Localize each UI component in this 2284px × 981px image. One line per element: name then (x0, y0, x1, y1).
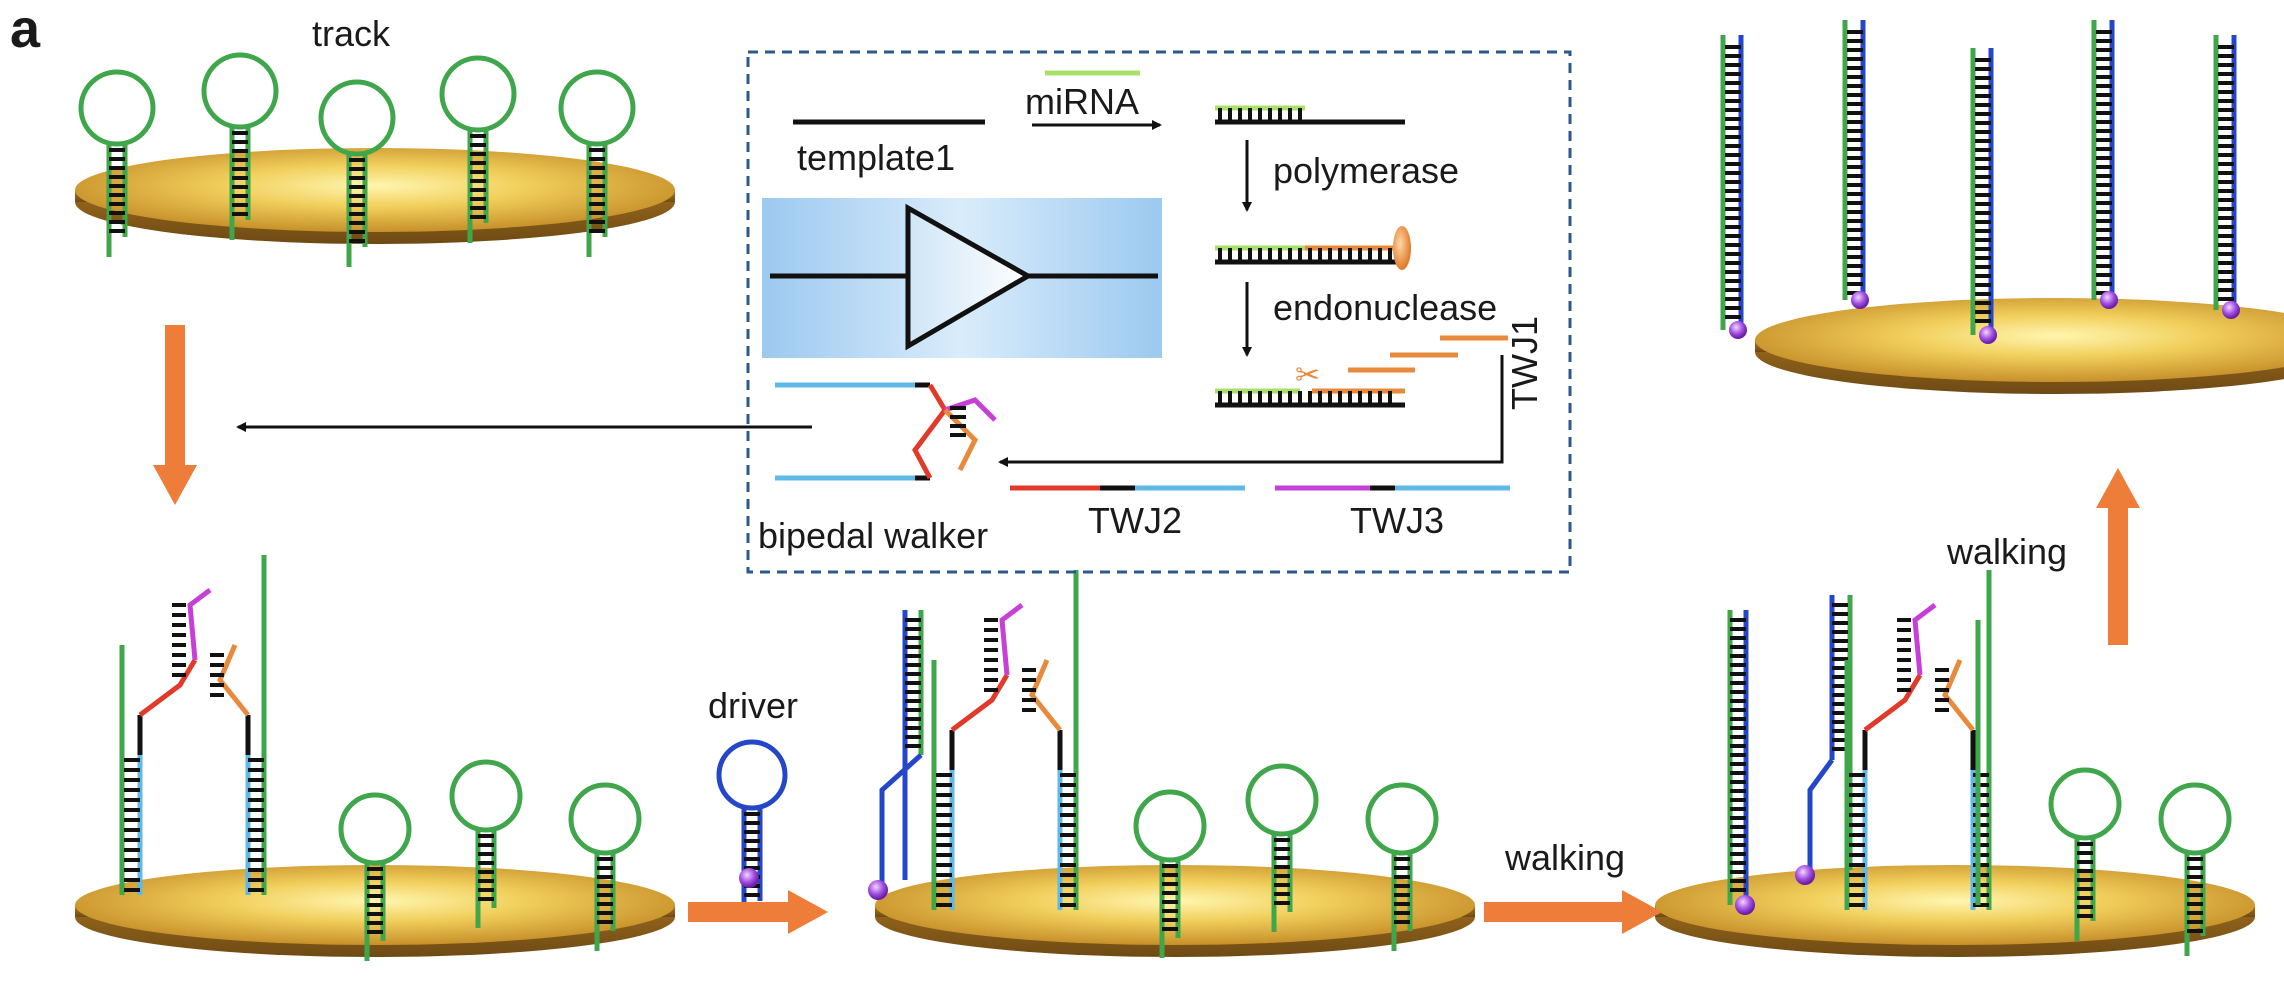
hairpin-loop (1245, 763, 1319, 837)
hairpin-loop (2158, 782, 2232, 856)
gold-disk (875, 865, 1475, 945)
gold-disk (75, 148, 675, 232)
hairpin-loop (201, 52, 279, 130)
walking-label-right: walking (1947, 531, 2068, 572)
sphere-label (739, 868, 759, 888)
twj2-arm (912, 383, 949, 480)
flow-arrows (153, 325, 2140, 934)
sphere-label (2222, 301, 2240, 319)
hairpin-loop (439, 55, 517, 133)
twj3-arm (1029, 659, 1062, 732)
twj3-arm (943, 408, 979, 472)
amplification-box: ✂ (236, 50, 1572, 574)
driver-strand (879, 753, 923, 890)
twj3-arm (1942, 659, 1975, 732)
sphere-label (1979, 326, 1997, 344)
track-label: track (312, 13, 391, 54)
amplifier-icon (905, 203, 1034, 351)
hairpin-loop (1365, 782, 1439, 856)
gold-disk (1755, 298, 2284, 382)
twj2-label: TWJ2 (1088, 500, 1182, 541)
hairpin-loop (78, 69, 156, 147)
polymerase-label: polymerase (1273, 150, 1460, 191)
hairpin-loop (338, 792, 412, 866)
hairpin-loop (449, 759, 523, 833)
hairpin-loop (558, 69, 636, 147)
orange-arrow-up (2096, 468, 2140, 645)
sphere-label (2100, 291, 2118, 309)
dashed-box (746, 50, 1572, 574)
sphere-label (1795, 865, 1815, 885)
hairpin-loop (318, 79, 396, 157)
driver-strand (1807, 758, 1835, 878)
twj2-arm (1863, 673, 1923, 732)
hairpin-loop (716, 739, 788, 811)
scissors-icon: ✂ (1295, 358, 1320, 393)
hairpin-loop (1133, 789, 1207, 863)
twj3-arm (217, 644, 250, 717)
endonuclease-label: endonuclease (1273, 287, 1498, 328)
bipedal-walker-label: bipedal walker (758, 515, 989, 556)
twj2-arm (138, 658, 198, 717)
orange-arrow-right (1484, 890, 1662, 934)
twj1-arm (1912, 603, 1937, 676)
twj1-label: TWJ1 (1504, 316, 1545, 410)
sphere-label (1729, 321, 1747, 339)
mirna-label: miRNA (1025, 81, 1139, 122)
sphere-label (1735, 895, 1755, 915)
hairpin-loop (568, 782, 642, 856)
driver-label: driver (708, 685, 799, 726)
orange-arrow-right (688, 890, 828, 934)
dna-strands (78, 20, 2240, 961)
sphere-label (1851, 291, 1869, 309)
twj1-arm (187, 588, 212, 661)
orange-arrow-down (153, 325, 197, 505)
twj2-arm (950, 673, 1010, 732)
walking-label-bottom: walking (1505, 837, 1626, 878)
panel-label: a (10, 0, 41, 59)
twj1-arm (999, 603, 1024, 676)
polymerase-cap (1393, 226, 1411, 270)
sphere-label (868, 880, 888, 900)
hairpin-loop (2048, 767, 2122, 841)
twj3-label: TWJ3 (1350, 500, 1444, 541)
template1-label: template1 (797, 137, 956, 178)
arrow (998, 355, 1504, 467)
